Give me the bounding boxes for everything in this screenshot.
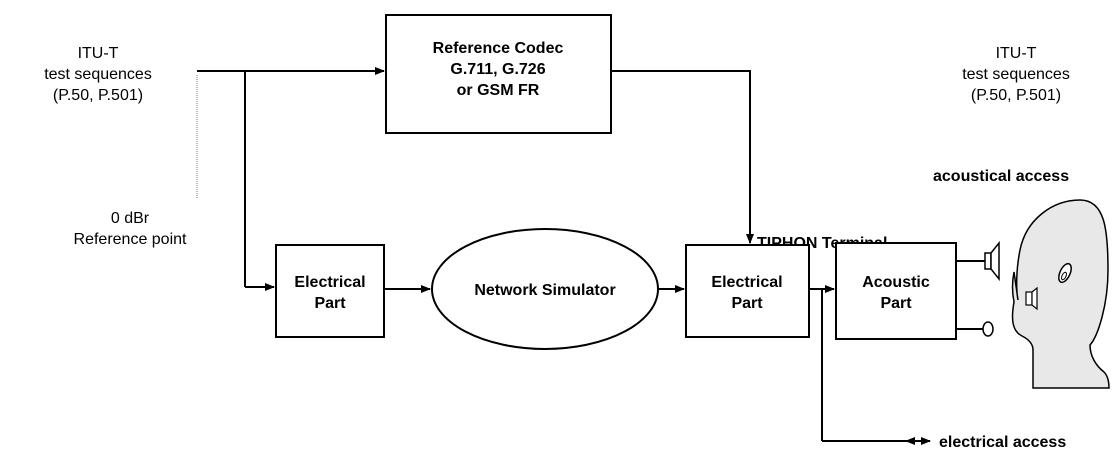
network-simulator-label: Network Simulator	[474, 282, 615, 299]
left-source-line-3: (P.50, P.501)	[53, 87, 143, 104]
network-simulator-ellipse: Network Simulator	[431, 228, 659, 350]
electrical-part-right-box: Electrical Part	[685, 244, 810, 338]
reference-codec-line-3: or GSM FR	[457, 82, 540, 99]
left-source-line-2: test sequences	[44, 66, 152, 83]
acoustic-part-line-2: Part	[880, 295, 912, 312]
reference-codec-rect	[385, 14, 612, 134]
head-and-torso-simulator-icon	[1011, 199, 1110, 389]
reference-point-label: 0 dBr Reference point	[74, 210, 188, 248]
electrical-part-right-rect	[685, 244, 810, 338]
acoustical-access-label: acoustical access	[933, 168, 1069, 185]
electrical-part-left-box: Electrical Part	[275, 244, 385, 338]
codec-to-terminal-arrow	[611, 70, 754, 244]
reference-codec-line-1: Reference Codec	[433, 40, 564, 57]
reference-codec-box: Reference Codec G.711, G.726 or GSM FR	[385, 14, 612, 134]
right-source-line-1: ITU-T	[996, 45, 1037, 62]
electrical-part-right-line-1: Electrical	[711, 274, 782, 291]
acoustic-part-line-1: Acoustic	[862, 274, 930, 291]
reference-point-line-2: Reference point	[74, 231, 188, 248]
left-source-line-1: ITU-T	[78, 45, 119, 62]
right-source-label: ITU-T test sequences (P.50, P.501)	[962, 45, 1070, 104]
electrical-part-left-line-2: Part	[314, 295, 346, 312]
electrical-part-right-line-2: Part	[731, 295, 763, 312]
left-source-label: ITU-T test sequences (P.50, P.501)	[44, 45, 152, 104]
electrical-access-label: electrical access	[939, 434, 1066, 451]
microphone-icon	[982, 321, 994, 337]
acoustic-part-rect	[835, 242, 957, 340]
electrical-part-left-rect	[275, 244, 385, 338]
acoustic-part-box: Acoustic Part	[835, 242, 957, 340]
reference-point-line-1: 0 dBr	[111, 210, 150, 227]
electrical-part-left-line-1: Electrical	[294, 274, 365, 291]
mouth-icon	[1025, 291, 1033, 306]
right-source-line-2: test sequences	[962, 66, 1070, 83]
speaker-icon	[984, 240, 1000, 282]
reference-codec-line-2: G.711, G.726	[450, 61, 545, 78]
right-source-line-3: (P.50, P.501)	[971, 87, 1061, 104]
